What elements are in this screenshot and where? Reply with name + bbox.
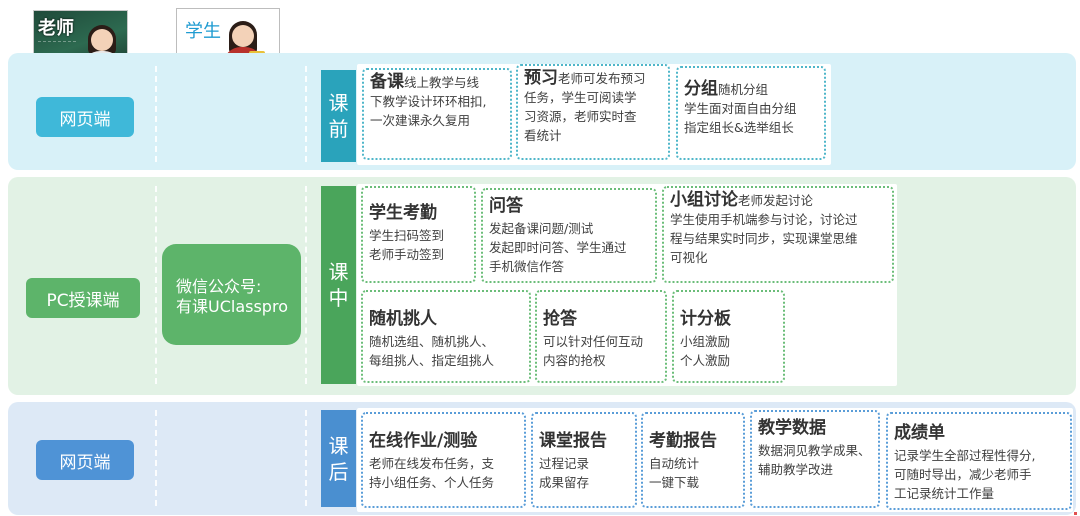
card-line: 随机选组、随机挑人、 xyxy=(369,334,495,349)
card-line: 可以针对任何互动 xyxy=(543,334,644,349)
card-title: 计分板 xyxy=(680,309,731,329)
card-title: 问答 xyxy=(489,196,523,216)
card-line: 工记录统计工作量 xyxy=(894,486,995,501)
card-line: 成果留存 xyxy=(539,475,590,490)
card-lead: 老师可发布预习 xyxy=(558,71,646,86)
teacher-face xyxy=(91,29,113,51)
card-line: 数据洞见教学成果、 xyxy=(758,443,871,458)
phase-char: 课 xyxy=(328,260,349,284)
separator xyxy=(155,186,157,384)
platform-pc: PC授课端 xyxy=(26,278,140,318)
card-line: 发起备课问题/测试 xyxy=(489,221,594,236)
card-lead: 随机分组 xyxy=(718,82,769,97)
wechat-line-1: 微信公众号: xyxy=(176,277,262,296)
wechat-line-2: 有课UClasspro xyxy=(176,297,288,316)
card-title: 随机挑人 xyxy=(369,309,437,329)
card-line: 自动统计 xyxy=(649,456,700,471)
card-line: 一键下载 xyxy=(649,475,700,490)
card-line: 辅助教学改进 xyxy=(758,462,834,477)
card-line: 学生扫码签到 xyxy=(369,228,445,243)
card-line: 手机微信作答 xyxy=(489,259,565,274)
platform-web-bottom: 网页端 xyxy=(36,440,134,480)
card-line: 可随时导出，减少老师手 xyxy=(894,467,1032,482)
separator xyxy=(155,66,157,162)
card-group-discussion: 小组讨论老师发起讨论 学生使用手机端参与讨论，讨论过 程与结果实时同步，实现课堂… xyxy=(662,186,894,283)
phase-during-class: 课 中 xyxy=(321,186,356,384)
student-face xyxy=(232,25,254,47)
card-line: 任务，学生可阅读学 xyxy=(524,90,637,105)
phase-char: 中 xyxy=(328,286,349,310)
card-line: 一次建课永久复用 xyxy=(370,113,471,128)
card-lead: 线上教学与线 xyxy=(404,75,480,90)
card-line: 个人激励 xyxy=(680,353,731,368)
card-title: 课堂报告 xyxy=(539,431,607,451)
card-title: 备课 xyxy=(370,72,404,92)
separator xyxy=(305,66,307,162)
phase-char: 课 xyxy=(328,91,349,115)
card-lead: 老师发起讨论 xyxy=(738,193,814,208)
card-teaching-data: 教学数据 数据洞见教学成果、 辅助教学改进 xyxy=(750,410,880,508)
card-line: 学生使用手机端参与讨论，讨论过 xyxy=(670,212,858,227)
separator xyxy=(305,410,307,506)
card-quick-answer: 抢答 可以针对任何互动 内容的抢权 xyxy=(535,290,667,383)
card-line: 习资源，老师实时查 xyxy=(524,109,637,124)
card-grouping: 分组随机分组 学生面对面自由分组 指定组长&选举组长 xyxy=(676,66,826,160)
card-title: 预习 xyxy=(524,68,558,88)
card-title: 小组讨论 xyxy=(670,190,738,210)
card-line: 每组挑人、指定组挑人 xyxy=(369,353,495,368)
card-line: 老师在线发布任务，支 xyxy=(369,456,495,471)
card-title: 学生考勤 xyxy=(369,203,437,223)
card-title: 抢答 xyxy=(543,309,577,329)
card-line: 程与结果实时同步，实现课堂思维 xyxy=(670,231,858,246)
phase-before-class: 课 前 xyxy=(321,70,356,162)
student-label: 学生 xyxy=(185,21,221,42)
card-line: 学生面对面自由分组 xyxy=(684,101,797,116)
card-lesson-prep: 备课线上教学与线 下教学设计环环相扣, 一次建课永久复用 xyxy=(362,68,512,160)
card-line: 发起即时问答、学生通过 xyxy=(489,240,627,255)
card-scoreboard: 计分板 小组激励 个人激励 xyxy=(672,290,785,383)
card-qa: 问答 发起备课问题/测试 发起即时问答、学生通过 手机微信作答 xyxy=(481,188,657,283)
phase-after-class: 课 后 xyxy=(321,410,356,507)
card-title: 考勤报告 xyxy=(649,431,717,451)
card-online-homework: 在线作业/测验 老师在线发布任务，支 持小组任务、个人任务 xyxy=(361,412,526,508)
card-preview: 预习老师可发布预习 任务，学生可阅读学 习资源，老师实时查 看统计 xyxy=(516,64,670,160)
card-line: 过程记录 xyxy=(539,456,590,471)
phase-char: 后 xyxy=(328,459,349,484)
card-title: 教学数据 xyxy=(758,418,826,438)
card-line: 小组激励 xyxy=(680,334,731,349)
wechat-account-box: 微信公众号: 有课UClasspro xyxy=(162,244,301,345)
card-line: 看统计 xyxy=(524,128,562,143)
card-title: 成绩单 xyxy=(894,423,945,443)
card-attendance: 学生考勤 学生扫码签到 老师手动签到 xyxy=(361,186,476,283)
card-line: 可视化 xyxy=(670,250,708,265)
separator xyxy=(155,410,157,506)
card-title: 在线作业/测验 xyxy=(369,431,478,451)
separator xyxy=(305,186,307,384)
platform-web-top: 网页端 xyxy=(36,97,134,137)
card-line: 持小组任务、个人任务 xyxy=(369,475,495,490)
card-title: 分组 xyxy=(684,79,718,99)
card-line: 记录学生全部过程性得分, xyxy=(894,448,1036,463)
teacher-label: 老师 xyxy=(38,18,74,39)
card-report-card: 成绩单 记录学生全部过程性得分, 可随时导出，减少老师手 工记录统计工作量 xyxy=(886,412,1072,510)
phase-char: 前 xyxy=(328,117,349,141)
card-line: 老师手动签到 xyxy=(369,247,445,262)
corner-dot xyxy=(1074,512,1077,515)
card-line: 指定组长&选举组长 xyxy=(684,120,794,135)
phase-char: 课 xyxy=(328,433,349,458)
card-attendance-report: 考勤报告 自动统计 一键下载 xyxy=(641,412,745,508)
card-random-pick: 随机挑人 随机选组、随机挑人、 每组挑人、指定组挑人 xyxy=(361,290,531,383)
card-class-report: 课堂报告 过程记录 成果留存 xyxy=(531,412,637,508)
card-line: 下教学设计环环相扣, xyxy=(370,94,487,109)
card-line: 内容的抢权 xyxy=(543,353,606,368)
